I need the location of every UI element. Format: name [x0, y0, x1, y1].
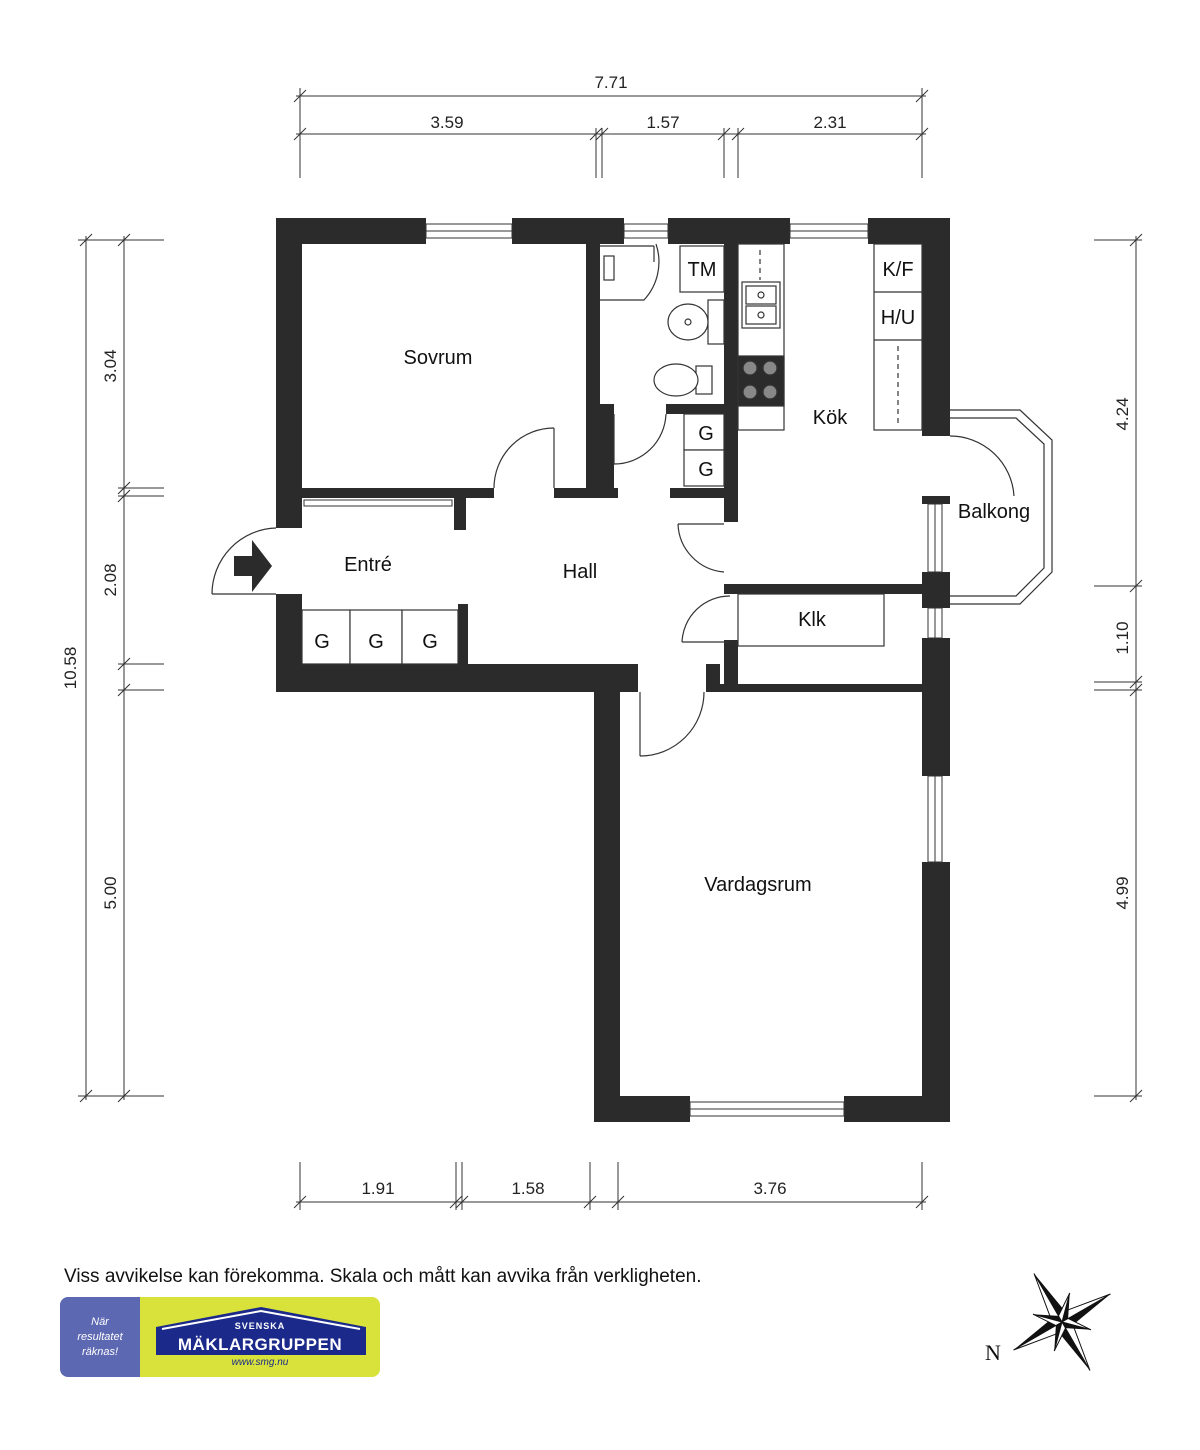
- dim-left-seg-1: 3.04: [101, 349, 120, 382]
- compass-rose-icon: [1013, 1273, 1111, 1371]
- hu-label: H/U: [881, 307, 915, 329]
- dim-right-seg-3: 4.99: [1113, 876, 1132, 909]
- dim-top-seg-1: 3.59: [430, 113, 463, 132]
- room-label-sovrum: Sovrum: [404, 347, 473, 369]
- dim-bottom-seg-1: 1.91: [361, 1179, 394, 1198]
- dim-left-total: 10.58: [61, 647, 80, 690]
- entre-cabinet-g-3: G: [422, 631, 438, 653]
- dim-bottom-seg-3: 3.76: [753, 1179, 786, 1198]
- entre-cabinet-g-1: G: [314, 631, 330, 653]
- tm-label: TM: [688, 259, 717, 281]
- logo-sub: SVENSKA: [234, 1321, 286, 1331]
- dim-top-seg-3: 2.31: [813, 113, 846, 132]
- dim-top-seg-2: 1.57: [646, 113, 679, 132]
- entre-cabinet-g-2: G: [368, 631, 384, 653]
- kitchen-fixtures: [737, 243, 923, 431]
- room-label-kok: Kök: [813, 407, 848, 429]
- room-label-vardagsrum: Vardagsrum: [704, 874, 811, 896]
- bath-cabinet-g-1: G: [698, 423, 714, 445]
- logo-tagline-line-3: räknas!: [81, 1345, 119, 1358]
- klk-closet: [737, 593, 885, 647]
- compass-north-label: N: [985, 1340, 1001, 1365]
- disclaimer-text: Viss avvikelse kan förekomma. Skala och …: [64, 1266, 702, 1287]
- room-label-balkong: Balkong: [958, 501, 1030, 523]
- bathroom-fixtures: [600, 243, 725, 487]
- walls: [276, 218, 950, 1122]
- entrance-arrow-icon: [234, 540, 272, 592]
- maklargruppen-logo: När resultatet räknas! SVENSKA MÄKLARGRU…: [60, 1297, 380, 1377]
- windows: [303, 223, 943, 1117]
- logo-brand: MÄKLARGRUPPEN: [177, 1335, 343, 1354]
- logo-tagline-line-1: När: [91, 1315, 109, 1328]
- dim-right-seg-1: 4.24: [1113, 397, 1132, 430]
- balcony-outline: [950, 409, 1053, 605]
- door-swings: [211, 413, 1015, 757]
- entre-storage: [301, 609, 459, 665]
- dim-left-seg-2: 2.08: [101, 563, 120, 596]
- house-icon: [156, 1307, 366, 1355]
- floor-plan: 7.71 3.59 1.57 2.31 10.58 3.04 2.08 5.00…: [61, 73, 1143, 1210]
- room-label-hall: Hall: [563, 561, 597, 583]
- logo-tagline: När resultatet räknas!: [60, 1297, 140, 1377]
- kf-label: K/F: [882, 259, 913, 281]
- room-label-klk: Klk: [798, 609, 827, 631]
- bath-cabinet-g-2: G: [698, 459, 714, 481]
- dim-bottom-seg-2: 1.58: [511, 1179, 544, 1198]
- logo-tagline-line-2: resultatet: [77, 1330, 123, 1343]
- dimension-lines: [78, 88, 1143, 1210]
- room-label-entre: Entré: [344, 554, 392, 576]
- dim-top-total: 7.71: [594, 73, 627, 92]
- logo-brand-panel: SVENSKA MÄKLARGRUPPEN www.smg.nu: [140, 1297, 380, 1377]
- logo-url: www.smg.nu: [231, 1357, 289, 1368]
- dim-left-seg-3: 5.00: [101, 876, 120, 909]
- dim-right-seg-2: 1.10: [1113, 621, 1132, 654]
